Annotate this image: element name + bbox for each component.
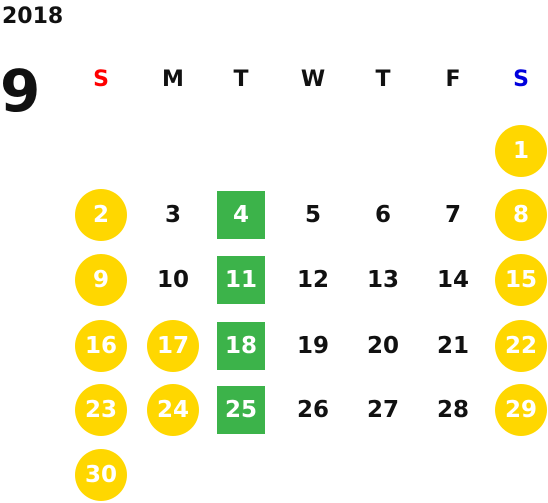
day-cell-4[interactable]: 4	[217, 191, 265, 239]
day-cell-6[interactable]: 6	[374, 202, 391, 228]
day-cell-1[interactable]: 1	[495, 125, 547, 177]
day-cell-27[interactable]: 27	[366, 397, 399, 423]
day-cell-5[interactable]: 5	[304, 202, 321, 228]
day-cell-3[interactable]: 3	[164, 202, 181, 228]
day-cell-28[interactable]: 28	[436, 397, 469, 423]
weekday-tue: T	[233, 67, 249, 92]
day-cell-25[interactable]: 25	[217, 386, 265, 434]
day-cell-16[interactable]: 16	[75, 320, 127, 372]
day-cell-29[interactable]: 29	[495, 384, 547, 436]
day-cell-10[interactable]: 10	[156, 267, 189, 293]
weekday-wed: W	[300, 67, 326, 92]
day-cell-20[interactable]: 20	[366, 333, 399, 359]
day-cell-17[interactable]: 17	[147, 320, 199, 372]
weekday-fri: F	[445, 67, 461, 92]
day-cell-22[interactable]: 22	[495, 320, 547, 372]
day-cell-9[interactable]: 9	[75, 254, 127, 306]
day-cell-24[interactable]: 24	[147, 384, 199, 436]
day-cell-12[interactable]: 12	[296, 267, 329, 293]
weekday-mon: M	[162, 67, 184, 92]
day-cell-7[interactable]: 7	[444, 202, 461, 228]
day-cell-15[interactable]: 15	[495, 254, 547, 306]
day-cell-14[interactable]: 14	[436, 267, 469, 293]
day-cell-19[interactable]: 19	[296, 333, 329, 359]
day-cell-18[interactable]: 18	[217, 322, 265, 370]
day-cell-26[interactable]: 26	[296, 397, 329, 423]
day-cell-2[interactable]: 2	[75, 189, 127, 241]
weekday-thu: T	[375, 67, 391, 92]
weekday-sat: S	[513, 67, 529, 92]
day-cell-8[interactable]: 8	[495, 189, 547, 241]
day-cell-21[interactable]: 21	[436, 333, 469, 359]
weekday-sun: S	[93, 67, 109, 92]
day-cell-13[interactable]: 13	[366, 267, 399, 293]
month-number: 9	[0, 57, 41, 125]
day-cell-11[interactable]: 11	[217, 256, 265, 304]
day-cell-30[interactable]: 30	[75, 449, 127, 501]
day-cell-23[interactable]: 23	[75, 384, 127, 436]
year-label: 2018	[2, 4, 64, 29]
